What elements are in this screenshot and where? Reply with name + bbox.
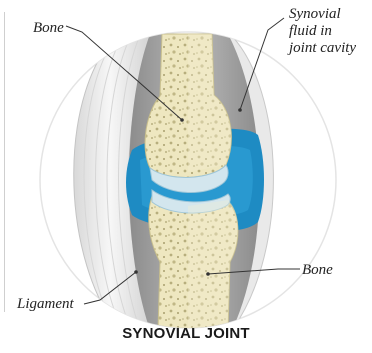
figure-caption: SYNOVIAL JOINT: [0, 325, 372, 342]
label-bone-top: Bone: [33, 20, 64, 36]
label-bone-bottom: Bone: [302, 262, 333, 278]
label-ligament: Ligament: [17, 296, 74, 312]
label-synovial-fluid: Synovial fluid in joint cavity: [289, 6, 356, 57]
